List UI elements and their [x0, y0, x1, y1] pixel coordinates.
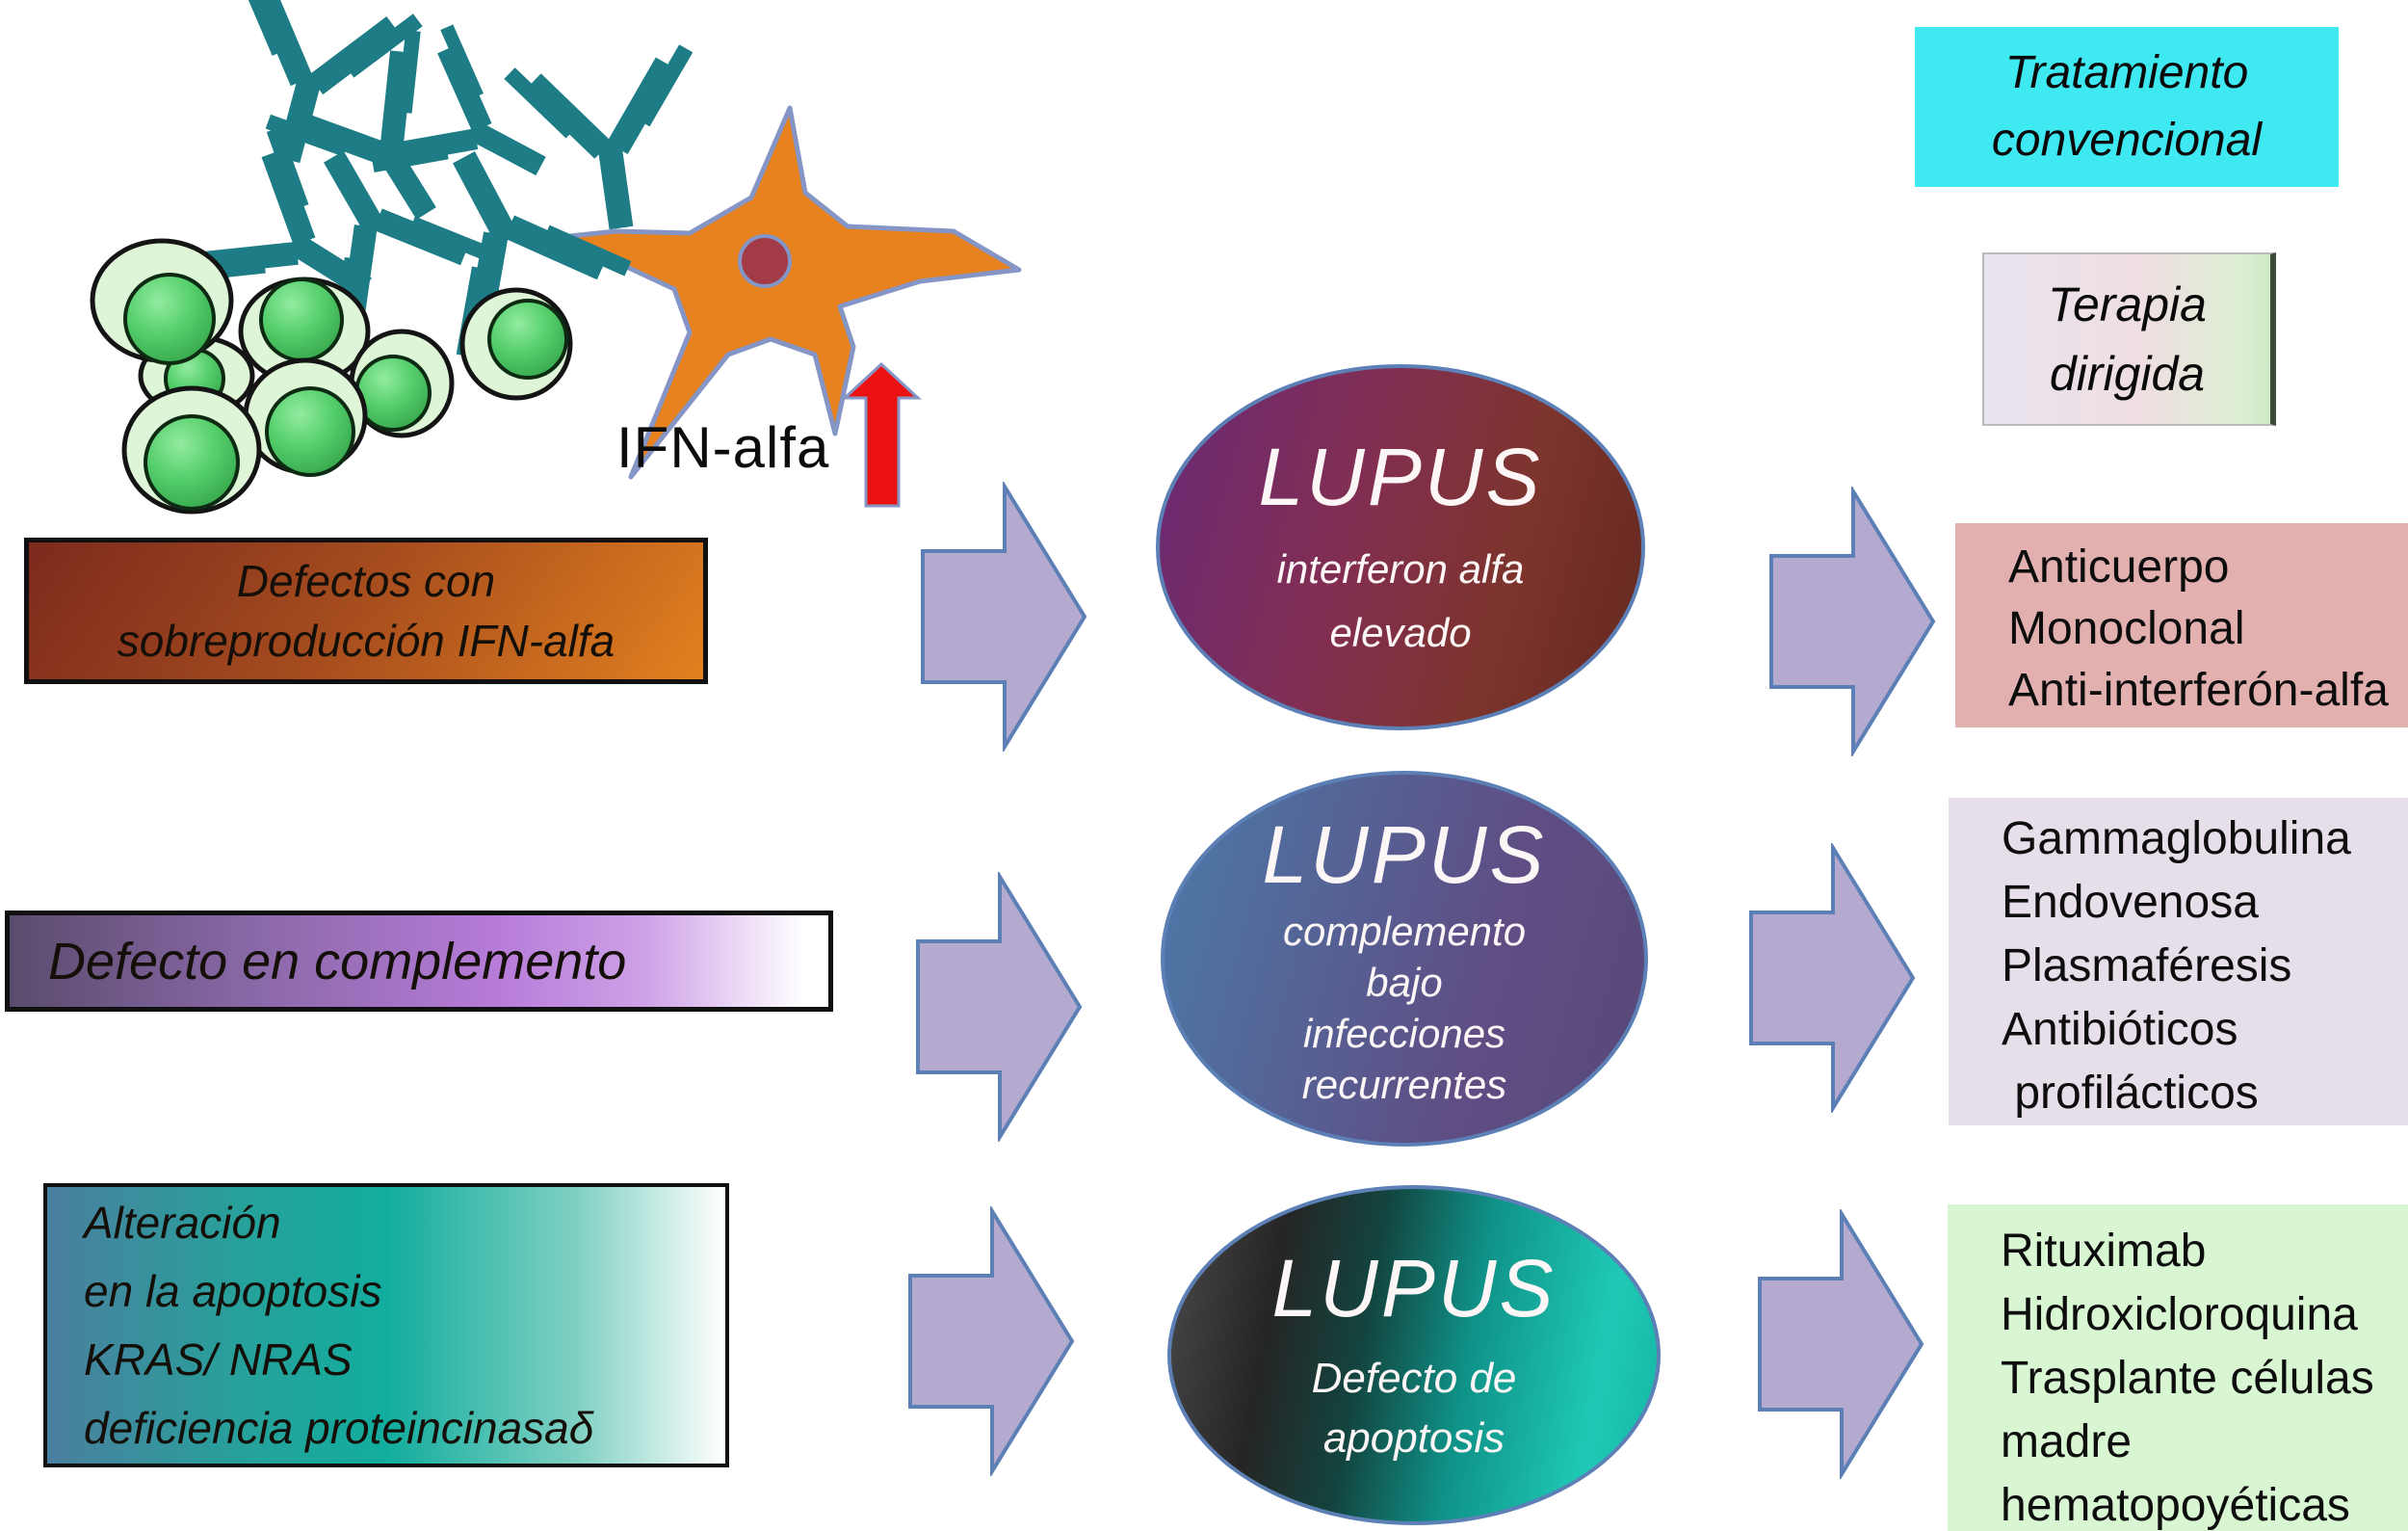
lupus-title: LUPUS — [1258, 431, 1543, 522]
cause-line: Alteración — [84, 1197, 281, 1248]
right-block-arrow-icon — [1758, 1209, 1924, 1479]
lupus-node-apoptosis: LUPUS Defecto de apoptosis — [1167, 1185, 1661, 1525]
treatment-line: madre — [2001, 1416, 2133, 1467]
conventional-treatment-line: Tratamiento — [2004, 47, 2249, 98]
conventional-treatment-line: convencional — [1991, 115, 2263, 166]
cause-line: sobreproducción IFN-alfa — [117, 616, 615, 666]
conventional-treatment-box: Tratamiento convencional — [1915, 27, 2339, 187]
targeted-therapy-line: dirigida — [2049, 347, 2206, 401]
right-block-arrow-icon — [916, 872, 1083, 1142]
b-cell-icon — [90, 238, 234, 365]
lupus-subline: bajo — [1366, 959, 1443, 1005]
cause-line: KRAS/ NRAS — [84, 1333, 353, 1385]
cause-box-complement-defect: Defecto en complemento — [5, 911, 833, 1012]
cause-line: en la apoptosis — [84, 1265, 382, 1316]
treatment-line: Monoclonal — [2008, 603, 2245, 654]
treatment-line: Plasmaféresis — [2002, 940, 2292, 991]
treatment-box-rituximab: Rituximab Hidroxicloroquina Trasplante c… — [1948, 1204, 2408, 1531]
right-block-arrow-icon — [921, 482, 1087, 752]
treatment-box-gammaglobulin: Gammaglobulina Endovenosa Plasmaféresis … — [1949, 798, 2408, 1125]
targeted-therapy-box: Terapia dirigida — [1982, 252, 2276, 426]
red-up-arrow-icon — [841, 361, 922, 508]
lupus-subline: interferon alfa — [1276, 545, 1525, 592]
ifn-alfa-label: IFN-alfa — [616, 415, 830, 480]
dendritic-cell-icon — [558, 105, 1022, 480]
treatment-line: Gammaglobulina — [2002, 813, 2351, 864]
treatment-line: Hidroxicloroquina — [2001, 1289, 2358, 1340]
lupus-node-interferon: LUPUS interferon alfa elevado — [1156, 364, 1645, 730]
treatment-line: Trasplante células — [2001, 1353, 2374, 1404]
treatment-line: Anticuerpo — [2008, 541, 2230, 593]
lupus-subline: elevado — [1329, 609, 1472, 655]
nucleus-icon — [738, 234, 792, 288]
lupus-title: LUPUS — [1262, 808, 1547, 900]
treatment-line: profilácticos — [2002, 1068, 2259, 1119]
right-block-arrow-icon — [1769, 487, 1936, 756]
lupus-subline: complemento — [1282, 908, 1527, 954]
cause-line: Defecto en complemento — [48, 932, 627, 990]
treatment-box-anti-ifn: Anticuerpo Monoclonal Anti-interferón-al… — [1955, 523, 2408, 727]
cause-box-ifn-overproduction: Defectos con sobreproducción IFN-alfa — [24, 538, 708, 684]
antibody-y-icon — [510, 48, 710, 240]
cause-line: Defectos con — [236, 556, 496, 606]
treatment-line: Anti-interferón-alfa — [2008, 665, 2389, 716]
cause-box-apoptosis-alteration: Alteración en la apoptosis KRAS/ NRAS de… — [43, 1183, 729, 1467]
treatment-line: Antibióticos — [2002, 1004, 2238, 1055]
biology-illustration — [90, 0, 1022, 515]
b-cell-cluster-icon — [90, 238, 573, 515]
treatment-line: Rituximab — [2001, 1226, 2207, 1277]
lupus-subline: infecciones — [1302, 1010, 1506, 1056]
lupus-node-complement: LUPUS complemento bajo infecciones recur… — [1161, 771, 1648, 1147]
treatment-line: Endovenosa — [2002, 877, 2259, 928]
b-cell-icon — [121, 385, 262, 515]
cause-line: deficiencia proteincinasaδ — [84, 1402, 594, 1453]
right-block-arrow-icon — [1749, 843, 1916, 1113]
targeted-therapy-line: Terapia — [2048, 277, 2207, 331]
b-cell-icon — [243, 357, 368, 477]
treatment-line: hematopoyéticas — [2001, 1480, 2350, 1531]
lupus-title: LUPUS — [1271, 1243, 1557, 1333]
lupus-subline: apoptosis — [1322, 1414, 1505, 1462]
b-cell-icon — [459, 287, 573, 401]
lupus-subline: recurrentes — [1301, 1061, 1507, 1107]
lupus-subline: Defecto de — [1311, 1355, 1517, 1402]
right-block-arrow-icon — [908, 1206, 1075, 1476]
